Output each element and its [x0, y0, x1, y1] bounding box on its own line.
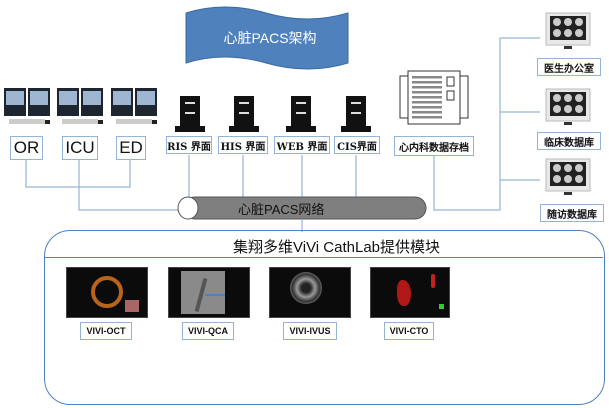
destination-label-followup-db: 随访数据库	[540, 204, 604, 222]
module-label-cto: VIVI-CTO	[384, 322, 434, 340]
destination-label-clinical-db: 临床数据库	[537, 132, 601, 150]
image-monitor-icon	[545, 12, 591, 49]
module-label-oct: VIVI-OCT	[80, 322, 132, 340]
cto-screenshot-icon	[370, 267, 450, 318]
interface-label-web: WEB 界面	[274, 136, 330, 154]
archive-label: 心内科数据存档	[394, 136, 474, 156]
dual-monitor-workstation-icon	[4, 88, 50, 124]
server-tower-icon	[341, 96, 371, 132]
network-label: 心脏PACS网络	[238, 202, 325, 217]
interface-label-ris: RIS 界面	[166, 136, 212, 154]
module-panel	[44, 230, 605, 405]
interface-label-cis: CIS界面	[334, 136, 380, 154]
dual-monitor-workstation-icon	[57, 88, 103, 124]
module-label-ivus: VIVI-IVUS	[283, 322, 337, 340]
server-tower-icon	[175, 96, 205, 132]
server-tower-icon	[229, 96, 259, 132]
image-monitor-icon	[545, 88, 591, 125]
server-tower-icon	[286, 96, 316, 132]
qca-screenshot-icon	[168, 267, 250, 318]
panel-title-divider	[45, 257, 603, 258]
destination-label-doctor-office: 医生办公室	[537, 58, 601, 76]
module-panel-title: 集翔多维ViVi CathLab提供模块	[233, 239, 441, 256]
module-label-qca: VIVI-QCA	[182, 322, 234, 340]
title-banner	[185, 6, 349, 70]
oct-screenshot-icon	[66, 267, 148, 318]
unit-label-or: OR	[10, 136, 43, 160]
interface-label-his: HIS 界面	[218, 136, 268, 154]
storage-rack-icon	[399, 70, 469, 125]
icu-connector	[78, 158, 180, 211]
unit-label-icu: ICU	[62, 136, 98, 160]
unit-label-ed: ED	[116, 136, 146, 160]
or-ed-connector	[25, 158, 131, 188]
diagram-title: 心脏PACS架构	[223, 30, 317, 46]
doctor-office-connector	[499, 37, 540, 180]
image-monitor-icon	[545, 158, 591, 195]
network-pipe	[177, 196, 427, 220]
ivus-screenshot-icon	[269, 267, 351, 318]
archive-connector	[433, 155, 501, 211]
dual-monitor-workstation-icon	[111, 88, 157, 124]
